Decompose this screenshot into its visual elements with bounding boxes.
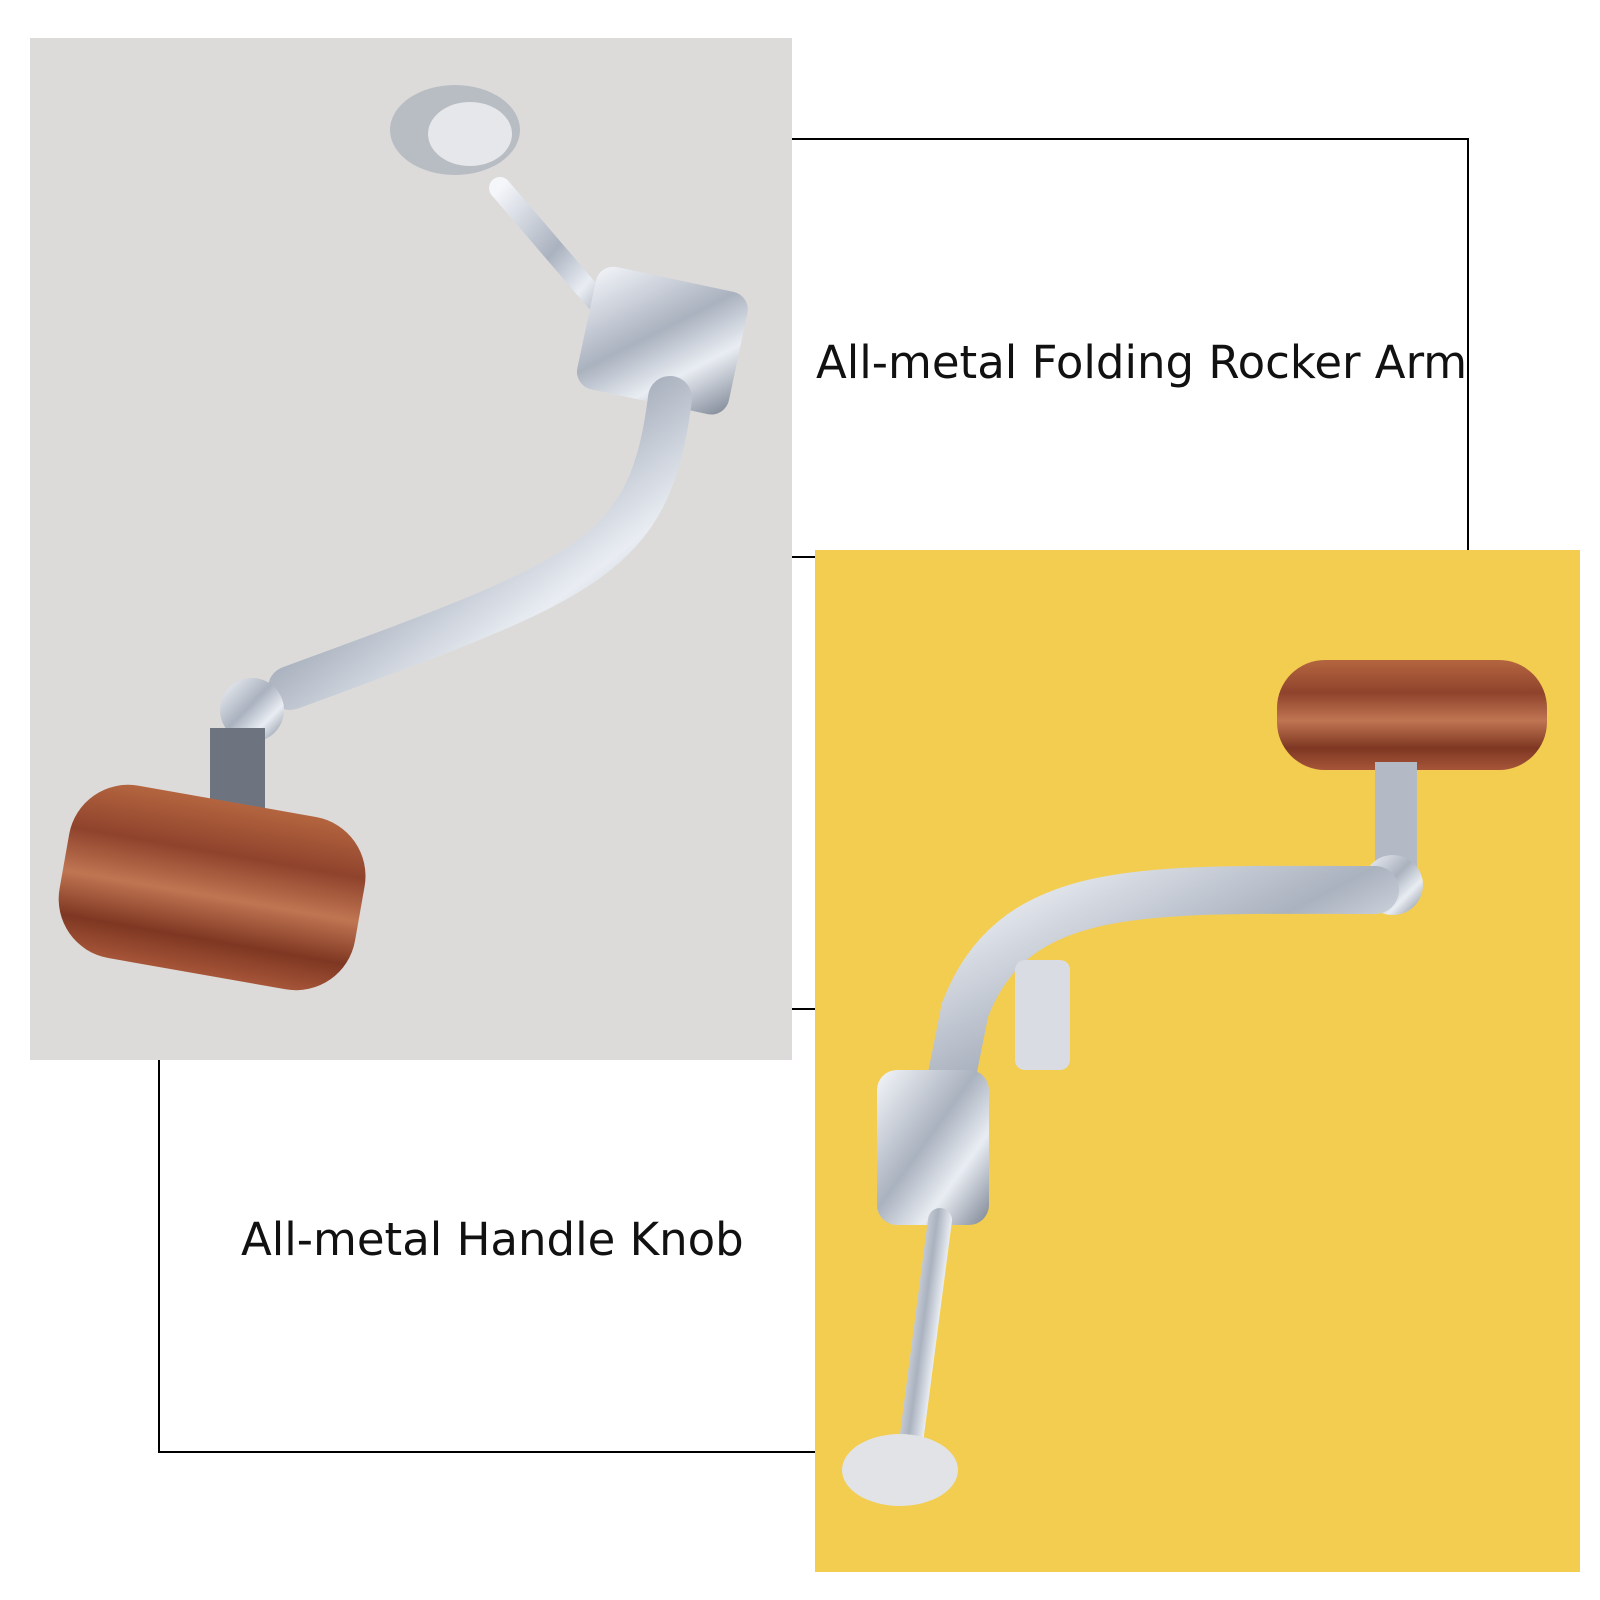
curved-arm	[921, 865, 1399, 1134]
knurled-screw-cap	[842, 1434, 958, 1506]
hinge-latch	[1015, 960, 1070, 1070]
wood-handle-knob	[1277, 660, 1547, 770]
folding-hinge	[576, 266, 748, 415]
folding-hinge	[877, 1070, 989, 1225]
gray-photo-panel	[30, 38, 792, 1060]
caption-folding-rocker-arm: All-metal Folding Rocker Arm	[816, 336, 1468, 389]
arm-shaft	[898, 1208, 952, 1462]
caption-handle-knob: All-metal Handle Knob	[241, 1213, 744, 1266]
wood-handle-knob	[58, 784, 366, 991]
yellow-photo-panel	[815, 550, 1580, 1572]
folding-rocker-arm-photo	[58, 85, 748, 991]
pivot-nut	[220, 678, 284, 742]
curved-arm	[268, 376, 692, 710]
handle-knob-photo	[842, 660, 1547, 1506]
